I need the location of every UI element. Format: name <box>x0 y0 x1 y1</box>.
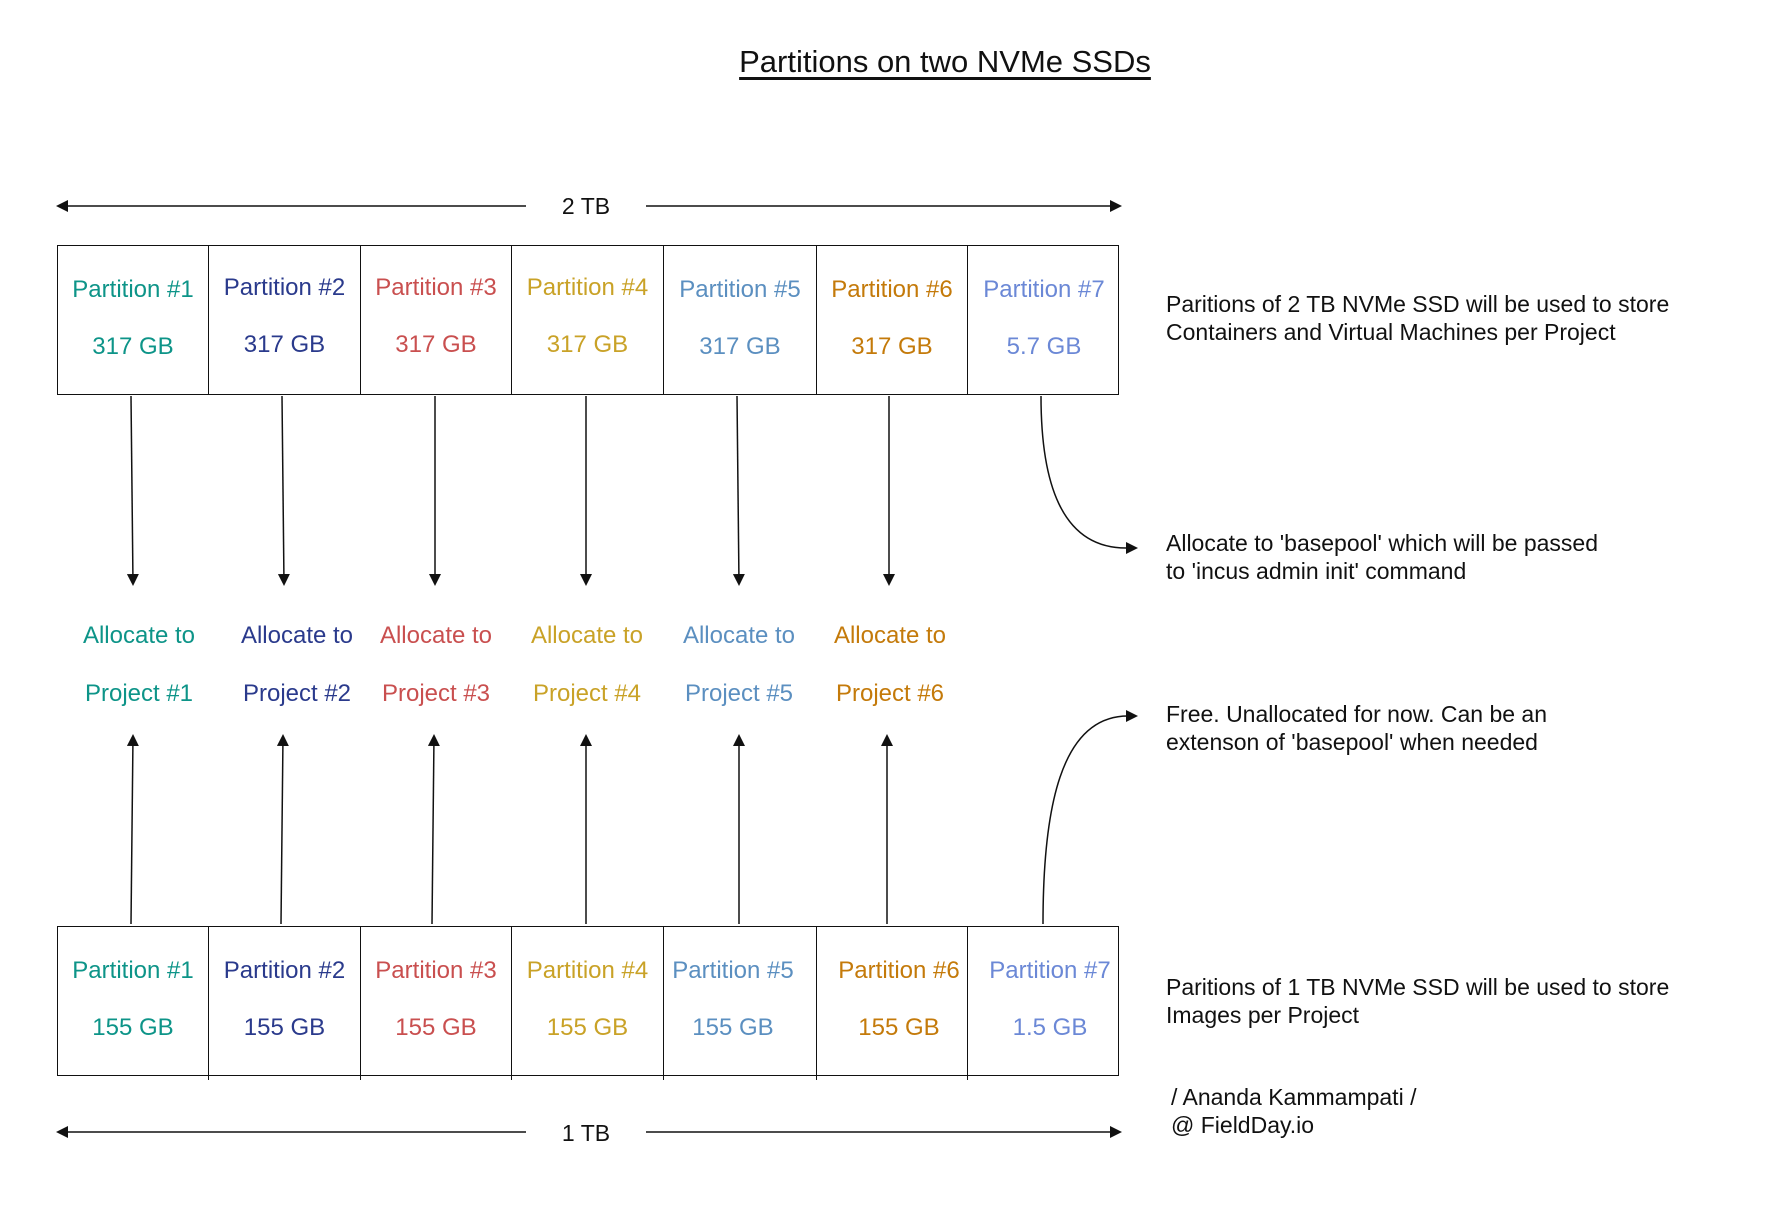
partition-size: 155 GB <box>692 1014 774 1041</box>
allocation-project-1: Allocate to Project #1 <box>64 622 214 708</box>
partition-label: Partition #6 <box>831 276 953 303</box>
bottom-partition-6: Partition #6 155 GB <box>817 927 968 1075</box>
bottom-ssd-partitions: Partition #1 155 GB Partition #2 155 GB … <box>57 926 1119 1076</box>
arrow-bottom-p1 <box>126 734 139 925</box>
arrow-bottom-p7-free <box>1042 710 1138 925</box>
partition-size: 317 GB <box>699 333 781 360</box>
bottom-span-label: 1 TB <box>526 1120 646 1147</box>
page-title: Partitions on two NVMe SSDs <box>739 44 1151 79</box>
divider-tick <box>511 1074 512 1080</box>
partition-size: 1.5 GB <box>1012 1014 1088 1041</box>
divider-tick <box>360 1074 361 1080</box>
divider-tick <box>208 1074 209 1080</box>
arrow-bottom-p3 <box>427 734 440 925</box>
allocation-line1: Allocate to <box>82 622 196 649</box>
partition-size: 155 GB <box>858 1014 940 1041</box>
allocation-project-5: Allocate to Project #5 <box>664 622 814 708</box>
partition-label: Partition #4 <box>526 957 649 984</box>
divider-tick <box>967 1074 968 1080</box>
note-top-ssd: Paritions of 2 TB NVMe SSD will be used … <box>1166 291 1670 345</box>
allocation-line1: Allocate to <box>240 622 354 649</box>
top-partition-6: Partition #6 317 GB <box>817 246 968 394</box>
partition-label: Partition #5 <box>672 957 794 984</box>
arrow-top-p1 <box>126 395 139 586</box>
arrow-top-p7-basepool <box>1040 395 1138 554</box>
top-partition-1: Partition #1 317 GB <box>58 246 209 394</box>
allocation-line2: Project #1 <box>84 680 194 707</box>
allocation-line2: Project #6 <box>835 680 945 707</box>
partition-size: 317 GB <box>395 331 477 358</box>
bottom-partition-2: Partition #2 155 GB <box>209 927 361 1075</box>
partition-size: 155 GB <box>546 1014 629 1041</box>
partition-label: Partition #2 <box>223 274 346 301</box>
allocation-line1: Allocate to <box>682 622 796 649</box>
bottom-partition-1: Partition #1 155 GB <box>58 927 209 1075</box>
note-free: Free. Unallocated for now. Can be an ext… <box>1166 701 1548 755</box>
divider-tick <box>816 1074 817 1080</box>
credit-site: @ FieldDay.io <box>1171 1112 1315 1138</box>
allocation-line1: Allocate to <box>530 622 644 649</box>
partition-label: Partition #3 <box>375 957 497 984</box>
partition-size: 5.7 GB <box>1006 333 1082 360</box>
partition-size: 317 GB <box>243 331 326 358</box>
partition-label: Partition #4 <box>526 274 649 301</box>
top-partition-2: Partition #2 317 GB <box>209 246 361 394</box>
allocation-project-4: Allocate to Project #4 <box>512 622 662 708</box>
partition-label: Partition #6 <box>838 957 960 984</box>
credit-name: / Ananda Kammampati / <box>1171 1084 1417 1110</box>
divider-tick <box>663 1074 664 1080</box>
note-bottom-ssd: Paritions of 1 TB NVMe SSD will be used … <box>1166 974 1670 1028</box>
bottom-partition-7: Partition #7 1.5 GB <box>968 927 1120 1075</box>
partition-size: 317 GB <box>546 331 629 358</box>
allocation-project-2: Allocate to Project #2 <box>222 622 372 708</box>
partition-size: 155 GB <box>395 1014 477 1041</box>
partition-label: Partition #1 <box>72 957 194 984</box>
allocation-line2: Project #4 <box>532 680 642 707</box>
partition-size: 155 GB <box>92 1014 174 1041</box>
arrow-top-p2 <box>277 395 290 586</box>
allocation-line1: Allocate to <box>833 622 947 649</box>
allocation-project-3: Allocate to Project #3 <box>361 622 511 708</box>
allocation-project-6: Allocate to Project #6 <box>815 622 965 708</box>
author-credit: / Ananda Kammampati / @ FieldDay.io <box>1171 1083 1416 1139</box>
partition-label: Partition #7 <box>983 276 1105 303</box>
arrow-bottom-p2 <box>276 734 289 925</box>
top-partition-7: Partition #7 5.7 GB <box>968 246 1120 394</box>
bottom-partition-4: Partition #4 155 GB <box>512 927 664 1075</box>
partition-size: 155 GB <box>243 1014 326 1041</box>
top-ssd-partitions: Partition #1 317 GB Partition #2 317 GB … <box>57 245 1119 395</box>
top-partition-4: Partition #4 317 GB <box>512 246 664 394</box>
allocation-line2: Project #3 <box>381 680 491 707</box>
partition-size: 317 GB <box>92 333 174 360</box>
partition-label: Partition #2 <box>223 957 346 984</box>
allocation-line2: Project #5 <box>684 680 794 707</box>
arrow-top-p5 <box>732 395 745 586</box>
bottom-partition-5: Partition #5 155 GB <box>664 927 817 1075</box>
partition-label: Partition #3 <box>375 274 497 301</box>
partition-label: Partition #7 <box>989 957 1111 984</box>
note-basepool: Allocate to 'basepool' which will be pas… <box>1166 530 1598 584</box>
top-partition-3: Partition #3 317 GB <box>361 246 512 394</box>
bottom-partition-3: Partition #3 155 GB <box>361 927 512 1075</box>
partition-label: Partition #5 <box>679 276 801 303</box>
partition-size: 317 GB <box>851 333 933 360</box>
top-partition-5: Partition #5 317 GB <box>664 246 817 394</box>
top-span-label: 2 TB <box>526 193 646 220</box>
partition-label: Partition #1 <box>72 276 194 303</box>
allocation-line2: Project #2 <box>242 680 352 707</box>
allocation-line1: Allocate to <box>379 622 493 649</box>
